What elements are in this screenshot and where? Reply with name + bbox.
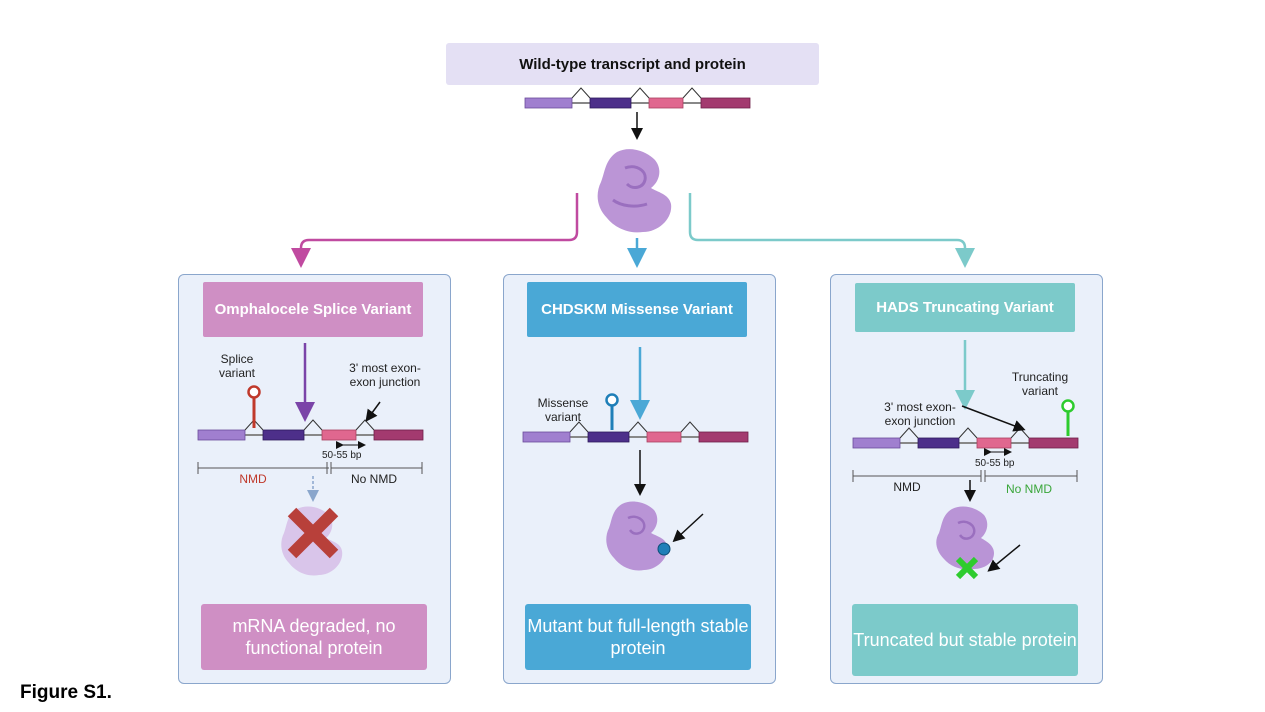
truncating-nmd-range [852, 470, 1078, 482]
splice-variant-label: Splice variant [218, 352, 256, 380]
truncating-outcome: Truncated but stable protein [852, 604, 1078, 676]
truncating-variant-label: Truncating variant [1011, 370, 1069, 398]
splice-nmd-range [197, 462, 423, 474]
wildtype-title: Wild-type transcript and protein [446, 43, 819, 85]
truncating-transcript [852, 427, 1079, 449]
missense-variant-label: Missense variant [537, 396, 589, 424]
splice-nmd-label: NMD [239, 472, 267, 486]
truncating-panel-title: HADS Truncating Variant [855, 283, 1075, 332]
wildtype-protein-icon [597, 149, 672, 233]
missense-site-icon [657, 542, 671, 556]
exon-2 [589, 97, 632, 109]
exon-1 [524, 97, 573, 109]
missense-panel-title: CHDSKM Missense Variant [527, 282, 747, 337]
missense-variant-lollipop [605, 393, 619, 430]
truncating-nmd-label: NMD [893, 480, 921, 494]
missense-site-pointer [672, 513, 704, 543]
splice-no-nmd-label: No NMD [350, 472, 397, 486]
degraded-x-icon [287, 507, 339, 559]
truncated-protein-icon [936, 506, 994, 570]
truncating-distance-label: 50-55 bp [975, 458, 1015, 469]
missense-transcript [522, 421, 749, 443]
splice-outcome: mRNA degraded, no functional protein [201, 604, 427, 670]
exon-3 [648, 97, 684, 109]
branch-arrow-splice [291, 193, 579, 268]
missense-outcome: Mutant but full-length stable protein [525, 604, 751, 670]
splice-transcript [197, 419, 424, 441]
splice-junction-label: 3' most exon- exon junction [349, 361, 421, 389]
splice-variant-lollipop [247, 385, 261, 428]
figure-caption: Figure S1. [20, 682, 112, 703]
truncating-no-nmd-label: No NMD [1005, 482, 1052, 496]
truncating-variant-lollipop [1061, 399, 1075, 436]
truncation-x-icon [955, 556, 979, 580]
truncation-site-pointer [987, 544, 1021, 572]
mutant-protein-icon [606, 501, 668, 571]
splice-panel-title: Omphalocele Splice Variant [203, 282, 423, 337]
truncating-junction-label: 3' most exon- exon junction [884, 400, 956, 428]
splice-distance-label: 50-55 bp [322, 450, 362, 461]
truncating-junction-pointer [961, 405, 1026, 432]
branch-arrow-truncating [688, 193, 975, 268]
splice-junction-pointer [365, 401, 381, 422]
exon-4 [700, 97, 751, 109]
wildtype-transcript [524, 87, 751, 109]
